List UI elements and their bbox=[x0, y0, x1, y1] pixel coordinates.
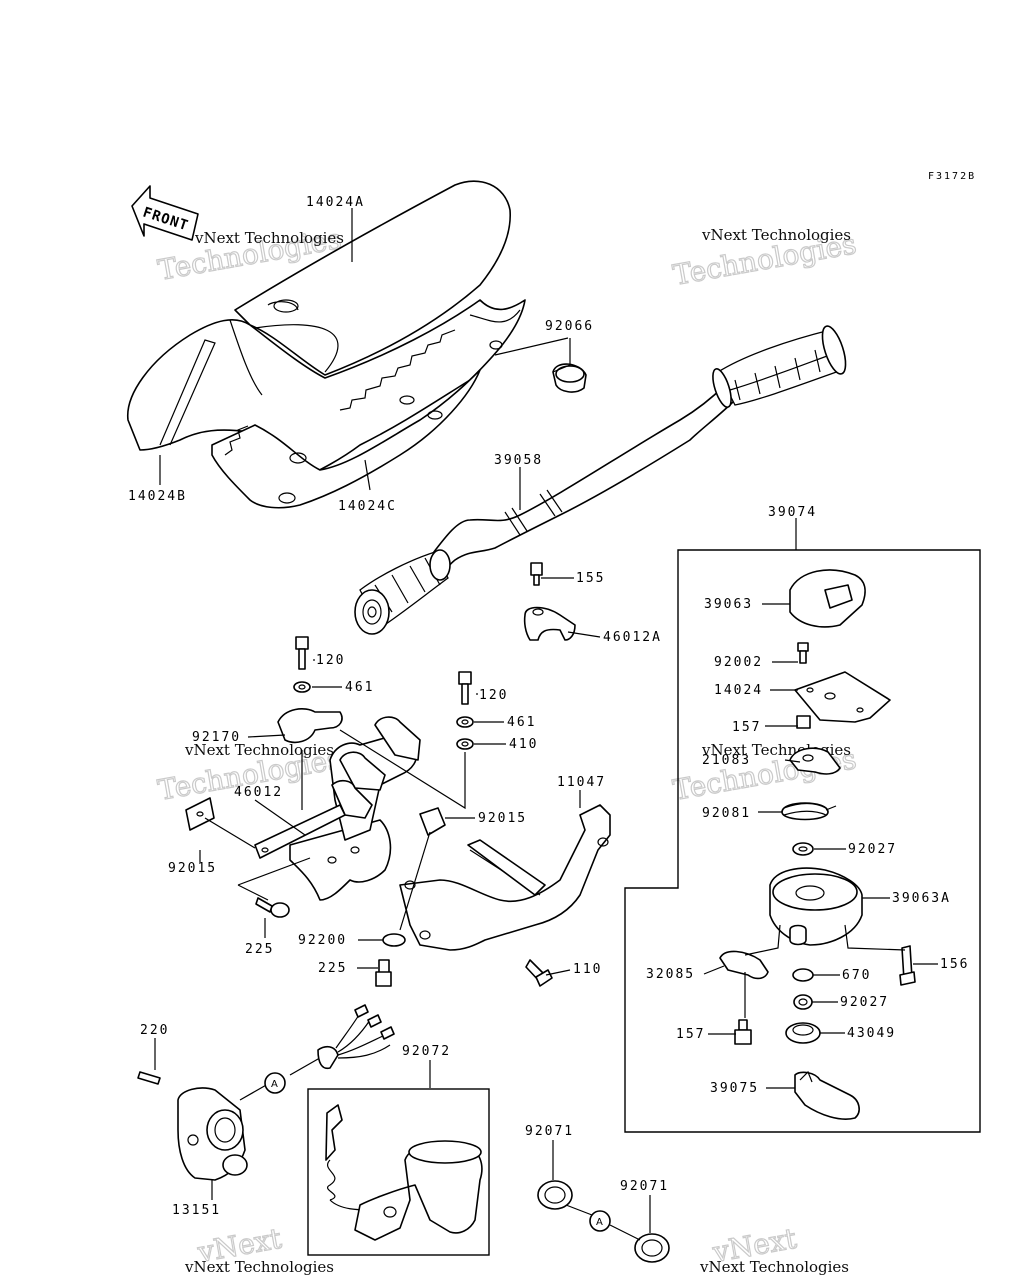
left-bolt-stack bbox=[293, 636, 311, 693]
label-225: 225 bbox=[318, 961, 347, 976]
label-157: 157 bbox=[732, 720, 761, 735]
label-157: 157 bbox=[676, 1027, 705, 1042]
watermark-text: vNext Technologies bbox=[184, 1258, 334, 1276]
label-14024B: 14024B bbox=[128, 489, 187, 504]
callout-a-right: A bbox=[589, 1210, 611, 1232]
label-670: 670 bbox=[842, 968, 871, 983]
label-43049: 43049 bbox=[847, 1026, 896, 1041]
front-arrow: FRONT bbox=[131, 185, 199, 241]
label-120: 120 bbox=[479, 688, 508, 703]
bolt-110 bbox=[525, 959, 553, 987]
label-39063A: 39063A bbox=[892, 891, 951, 906]
label-92066: 92066 bbox=[545, 319, 594, 334]
label-92002: 92002 bbox=[714, 655, 763, 670]
label-32085: 32085 bbox=[646, 967, 695, 982]
label-13151: 13151 bbox=[172, 1203, 221, 1218]
washer-92200 bbox=[382, 933, 406, 947]
watermark-text: vNext Technologies bbox=[699, 1258, 849, 1276]
clip-nut bbox=[419, 807, 446, 836]
label-220: 220 bbox=[140, 1023, 169, 1038]
label-46012: 46012 bbox=[234, 785, 283, 800]
callout-marker: A bbox=[271, 1079, 278, 1090]
label-92071: 92071 bbox=[620, 1179, 669, 1194]
upper-holder bbox=[523, 562, 576, 641]
bolt-225 bbox=[375, 959, 392, 987]
label-461: 461 bbox=[345, 680, 374, 695]
part-labels: 14024A 14024B 14024C 92066 39058 155 460… bbox=[128, 195, 969, 1218]
label-92015: 92015 bbox=[168, 861, 217, 876]
lanyard-box bbox=[307, 1088, 490, 1256]
watermark-group: Technologies vNext Technologies Technolo… bbox=[155, 222, 859, 1276]
label-92027: 92027 bbox=[840, 995, 889, 1010]
wire-harness bbox=[289, 1004, 395, 1076]
label-39074: 39074 bbox=[768, 505, 817, 520]
screw bbox=[255, 897, 290, 918]
seat-assembly bbox=[127, 180, 526, 509]
label-92015: 92015 bbox=[478, 811, 527, 826]
label-155: 155 bbox=[576, 571, 605, 586]
label-39075: 39075 bbox=[710, 1081, 759, 1096]
label-39058: 39058 bbox=[494, 453, 543, 468]
callout-a-left: A bbox=[264, 1072, 286, 1094]
label-92027: 92027 bbox=[848, 842, 897, 857]
label-14024C: 14024C bbox=[338, 499, 397, 514]
stop-switch bbox=[137, 1071, 269, 1181]
support-bracket bbox=[399, 804, 611, 951]
label-110: 110 bbox=[573, 962, 602, 977]
label-92200: 92200 bbox=[298, 933, 347, 948]
label-92071: 92071 bbox=[525, 1124, 574, 1139]
seal-upper bbox=[537, 1180, 573, 1210]
label-14024: 14024 bbox=[714, 683, 763, 698]
label-11047: 11047 bbox=[557, 775, 606, 790]
throttle-assembly-box bbox=[624, 549, 981, 1133]
label-92170: 92170 bbox=[192, 730, 241, 745]
leader-lines bbox=[154, 208, 938, 1241]
label-92081: 92081 bbox=[702, 806, 751, 821]
label-410: 410 bbox=[509, 737, 538, 752]
label-120: 120 bbox=[316, 653, 345, 668]
label-461: 461 bbox=[507, 715, 536, 730]
watermark-text: vNext Technologies bbox=[701, 226, 851, 244]
label-92072: 92072 bbox=[402, 1044, 451, 1059]
watermark-text: vNext Technologies bbox=[194, 229, 344, 247]
label-14024A: 14024A bbox=[306, 195, 365, 210]
label-21083: 21083 bbox=[702, 753, 751, 768]
label-46012A: 46012A bbox=[603, 630, 662, 645]
steering-holder bbox=[289, 716, 421, 901]
label-39063: 39063 bbox=[704, 597, 753, 612]
clamp-plate bbox=[277, 708, 343, 744]
right-bolt-stack bbox=[456, 671, 474, 750]
diagram-code: F3172B bbox=[928, 171, 976, 182]
seal-lower bbox=[634, 1233, 670, 1263]
label-225: 225 bbox=[245, 942, 274, 957]
handlebar-assembly bbox=[354, 325, 847, 635]
callout-marker: A bbox=[596, 1217, 603, 1228]
watermark-text: vNext Technologies bbox=[184, 741, 334, 759]
label-156: 156 bbox=[940, 957, 969, 972]
rubber-plug bbox=[552, 363, 587, 393]
